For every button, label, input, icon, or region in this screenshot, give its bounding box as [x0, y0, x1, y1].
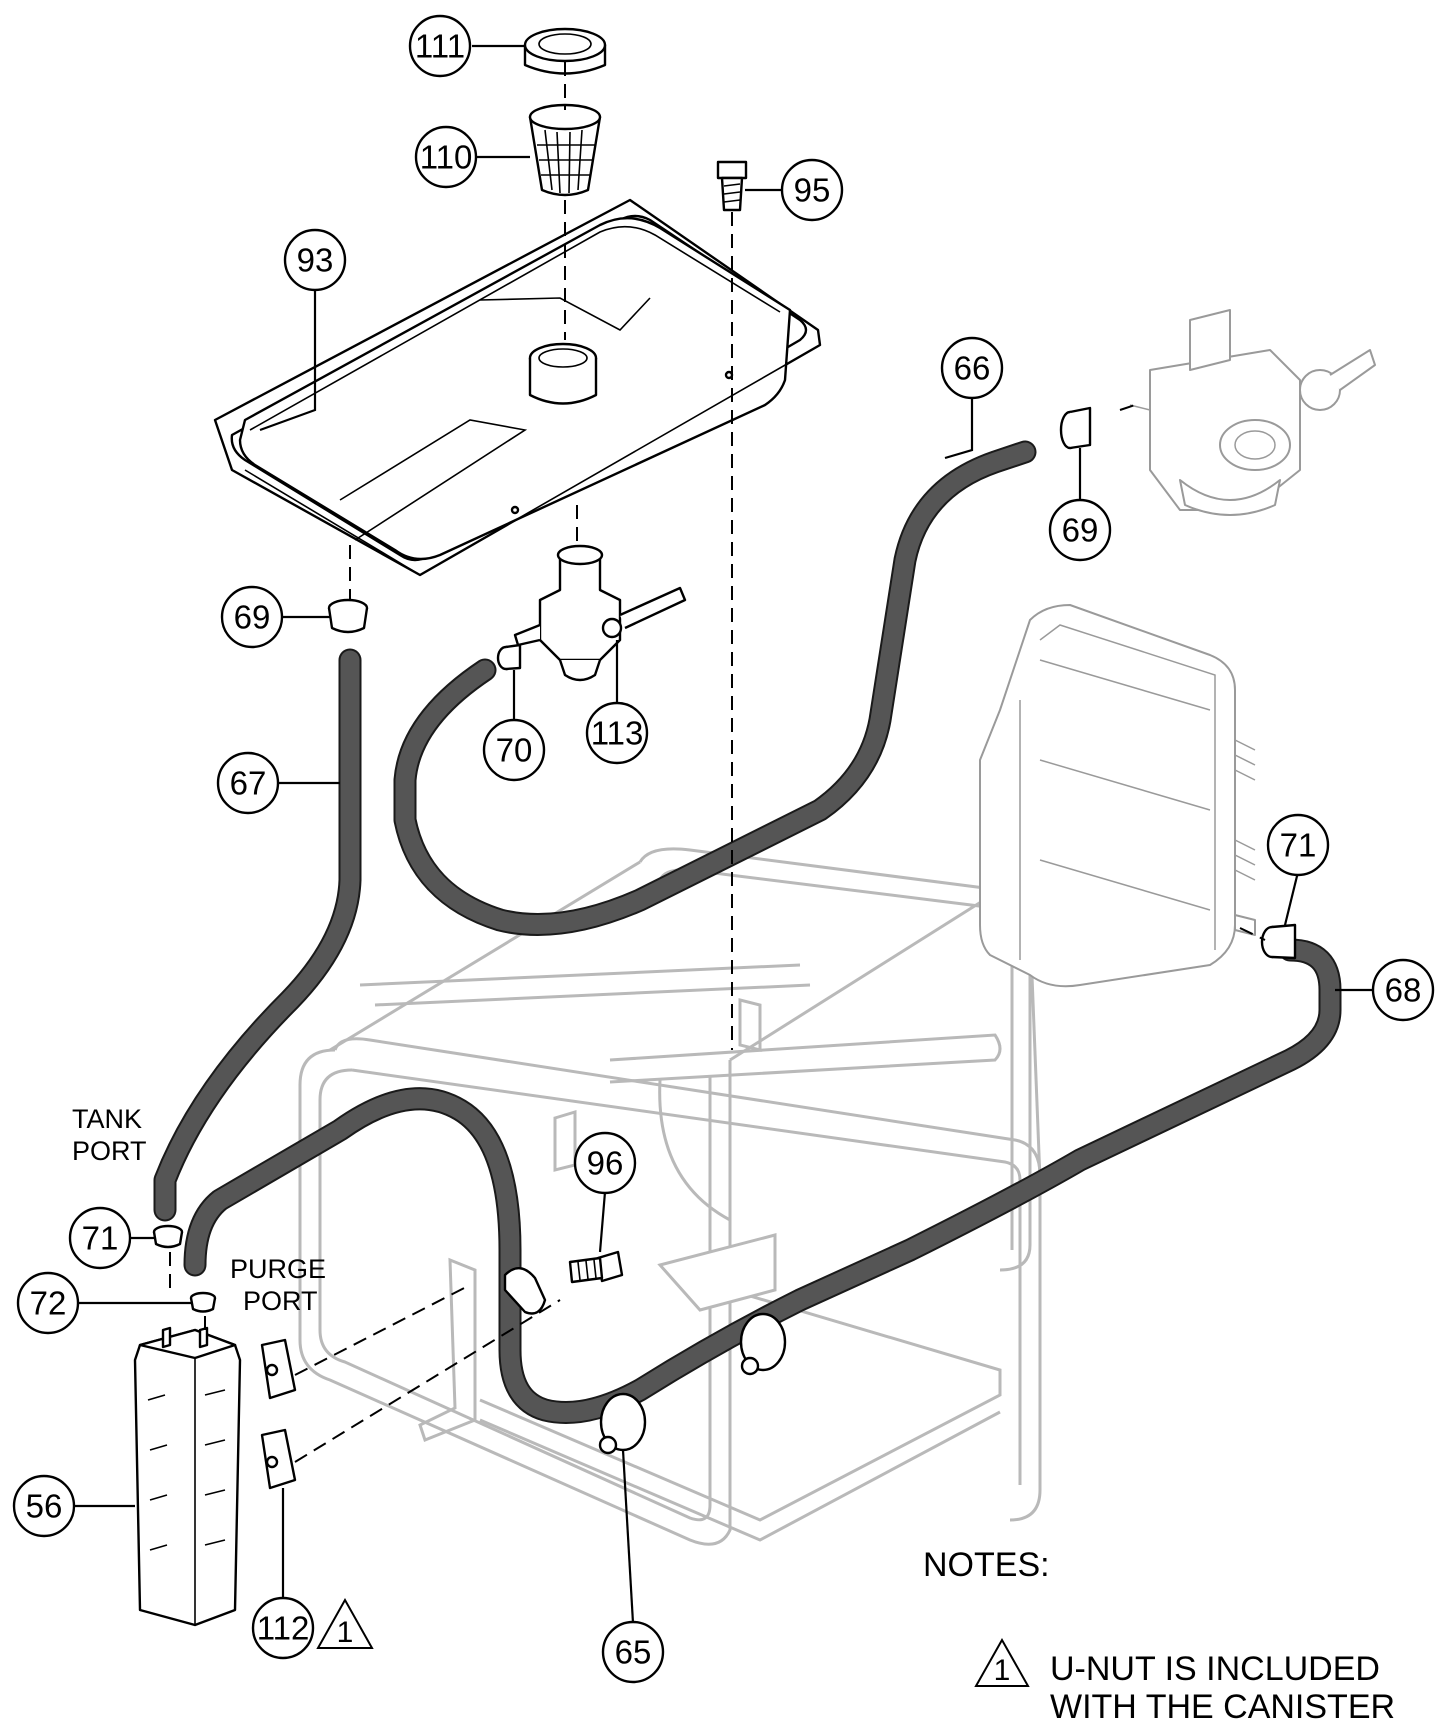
hose-67	[153, 648, 362, 1222]
clamp-72	[189, 1291, 217, 1313]
u-nut-upper	[260, 1338, 297, 1400]
u-nut-lower	[260, 1428, 297, 1490]
svg-text:70: 70	[496, 732, 533, 769]
note-reference-triangle: 1	[316, 1597, 374, 1649]
callout-71-canister: 71	[68, 1206, 132, 1270]
clamp-71-canister	[152, 1224, 184, 1249]
generator-frame	[298, 847, 1042, 1546]
svg-text:111: 111	[415, 28, 465, 65]
svg-text:110: 110	[420, 139, 473, 176]
callout-95: 95	[780, 158, 844, 222]
svg-text:96: 96	[587, 1145, 624, 1182]
fuel-tank	[213, 198, 822, 577]
hose-66	[393, 440, 1037, 936]
notes-triangle: 1	[974, 1637, 1030, 1687]
charcoal-canister	[133, 1326, 242, 1627]
callout-56: 56	[12, 1474, 76, 1538]
callout-70: 70	[482, 718, 546, 782]
svg-text:72: 72	[30, 1285, 67, 1322]
clamp-69-tank	[327, 598, 369, 634]
purge-port-line1: PURGE	[230, 1254, 326, 1284]
notes-heading: NOTES:	[923, 1546, 1050, 1584]
hose-clamp-65-a	[598, 1392, 647, 1455]
callout-110: 110	[414, 125, 478, 189]
bolt-95	[716, 160, 748, 212]
callout-93: 93	[283, 228, 347, 292]
callout-96: 96	[573, 1131, 637, 1195]
callout-69-tank: 69	[220, 585, 284, 649]
svg-text:67: 67	[230, 765, 267, 802]
callout-68: 68	[1371, 958, 1435, 1022]
callout-111: 111	[408, 14, 472, 78]
svg-text:1: 1	[337, 1616, 354, 1649]
purge-port-line2: PORT	[243, 1286, 318, 1316]
callout-67: 67	[216, 751, 280, 815]
svg-text:69: 69	[1062, 512, 1099, 549]
callout-113: 113	[585, 701, 649, 765]
air-filter-housing	[979, 604, 1256, 988]
svg-text:65: 65	[615, 1634, 652, 1671]
svg-text:56: 56	[26, 1488, 63, 1525]
clamp-71-airfilter	[1260, 923, 1297, 960]
svg-text:71: 71	[1280, 827, 1317, 864]
hose-clamp-65-c	[503, 1267, 547, 1315]
leader-lines	[74, 44, 1373, 1624]
callout-66: 66	[940, 336, 1004, 400]
fuel-cap	[523, 27, 607, 75]
clamp-70	[496, 643, 522, 671]
alignment-lines	[169, 62, 1266, 1463]
purge-port-label: PURGE PORT	[230, 1254, 326, 1316]
callout-112: 112	[251, 1596, 315, 1660]
screw-96	[568, 1250, 624, 1284]
svg-text:68: 68	[1385, 972, 1422, 1009]
svg-text:69: 69	[234, 599, 271, 636]
tank-port-label: TANK PORT	[72, 1104, 147, 1166]
notes-block: NOTES: 1 U-NUT IS INCLUDED WITH THE CANI…	[923, 1546, 1395, 1726]
svg-text:66: 66	[954, 350, 991, 387]
carburetor	[1129, 309, 1376, 516]
callout-71-airfilter: 71	[1266, 813, 1330, 877]
notes-line1: U-NUT IS INCLUDED	[1050, 1650, 1380, 1688]
callout-69-carb: 69	[1048, 498, 1112, 562]
svg-text:93: 93	[297, 242, 334, 279]
callout-65: 65	[601, 1620, 665, 1684]
tank-port-line2: PORT	[72, 1136, 147, 1166]
fuel-strainer	[528, 103, 602, 197]
callout-72: 72	[16, 1271, 80, 1335]
hose-clamp-65-b	[739, 1312, 787, 1376]
svg-text:112: 112	[257, 1610, 310, 1647]
svg-text:113: 113	[591, 715, 644, 752]
fuel-valve	[513, 544, 687, 682]
svg-text:71: 71	[82, 1220, 119, 1257]
notes-line2: WITH THE CANISTER	[1050, 1688, 1395, 1726]
tank-port-line1: TANK	[72, 1104, 142, 1134]
svg-text:1: 1	[994, 1654, 1011, 1687]
svg-text:95: 95	[794, 172, 831, 209]
clamp-69-carb	[1059, 406, 1092, 450]
